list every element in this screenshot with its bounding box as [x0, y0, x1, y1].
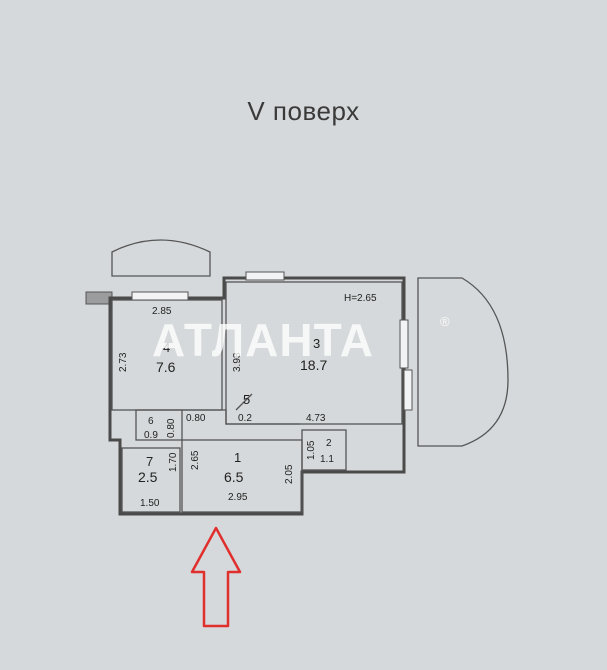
dim-room1-width: 2.95 [228, 492, 248, 503]
entrance-arrow-icon [190, 526, 242, 628]
room-2 [301, 429, 347, 471]
dim-room6-side: 0.80 [166, 418, 177, 438]
dim-room1-right: 2.05 [284, 464, 295, 484]
balcony-right [417, 277, 509, 447]
room-2-area: 1.1 [320, 454, 334, 465]
dim-room7-depth: 1.70 [168, 452, 179, 472]
door-swing [235, 393, 253, 411]
dim-room3-depth: 3.93 [232, 352, 243, 372]
ceiling-height: H=2.65 [344, 293, 377, 304]
floor-title: V поверх [247, 96, 360, 126]
room-7 [121, 447, 181, 513]
room-1-number: 1 [234, 450, 241, 465]
room-3-number: 3 [313, 336, 320, 351]
room-6-number: 6 [148, 416, 154, 427]
room-6 [135, 409, 183, 441]
watermark-text: АТЛАНТА [152, 314, 374, 366]
dim-room2-depth: 1.05 [306, 440, 317, 460]
dim-room4-depth: 2.73 [118, 352, 129, 372]
room-4-area: 7.6 [156, 359, 176, 375]
window-top [245, 271, 285, 281]
dim-room1-depth: 2.65 [190, 450, 201, 470]
room-2-number: 2 [326, 438, 332, 449]
room-5-number: 5 [243, 392, 250, 407]
room-7-number: 7 [146, 454, 153, 469]
room-5 [182, 409, 300, 425]
room-4-number: 4 [163, 340, 170, 355]
room-7-area: 2.5 [138, 469, 158, 485]
dim-room4-width: 2.85 [152, 306, 172, 317]
window-top-left [131, 291, 189, 301]
dim-room5-width: 0.80 [186, 413, 206, 424]
balcony-left [111, 239, 211, 277]
room-1-area: 6.5 [224, 469, 244, 485]
wall-stub [85, 291, 113, 305]
room-1 [181, 439, 303, 513]
door-right [403, 369, 413, 411]
room-3-area: 18.7 [300, 357, 327, 373]
watermark-mark: ® [440, 314, 450, 329]
dim-room7-width: 1.50 [140, 498, 160, 509]
room-5-area: 0.2 [238, 413, 252, 424]
room-6-area: 0.9 [144, 430, 158, 441]
dim-room3-width: 4.73 [306, 413, 326, 424]
window-right [399, 319, 409, 369]
